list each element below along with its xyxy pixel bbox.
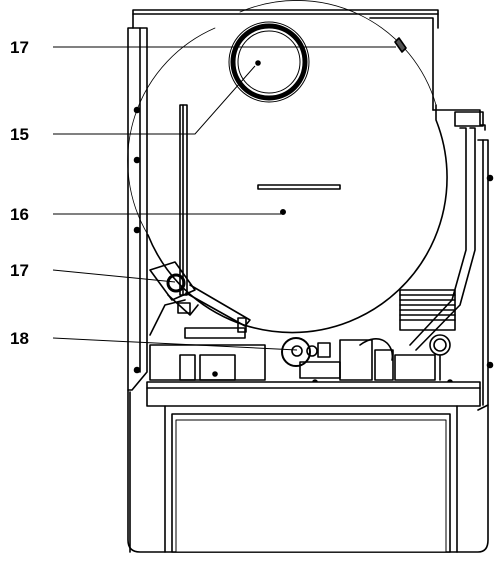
leader-18 (52, 337, 298, 351)
leader-17-lower (52, 269, 176, 283)
top-cover (132, 9, 439, 111)
lower-cabinet (127, 389, 489, 553)
callout-17-top: 17 (10, 38, 29, 57)
leader-lines (52, 46, 396, 351)
callout-18: 18 (10, 329, 29, 348)
left-frame (127, 27, 148, 391)
callout-15: 15 (10, 125, 29, 144)
lower-components (149, 289, 456, 385)
tank (127, 0, 448, 334)
top-sensor (394, 37, 407, 53)
right-frame (432, 109, 494, 411)
right-pipe (409, 127, 476, 351)
flue-collar (228, 21, 310, 103)
leader-15 (53, 65, 256, 135)
lower-sensor (149, 261, 251, 327)
base-plate (146, 381, 481, 407)
callout-17-lower: 17 (10, 261, 29, 280)
callout-16: 16 (10, 205, 29, 224)
